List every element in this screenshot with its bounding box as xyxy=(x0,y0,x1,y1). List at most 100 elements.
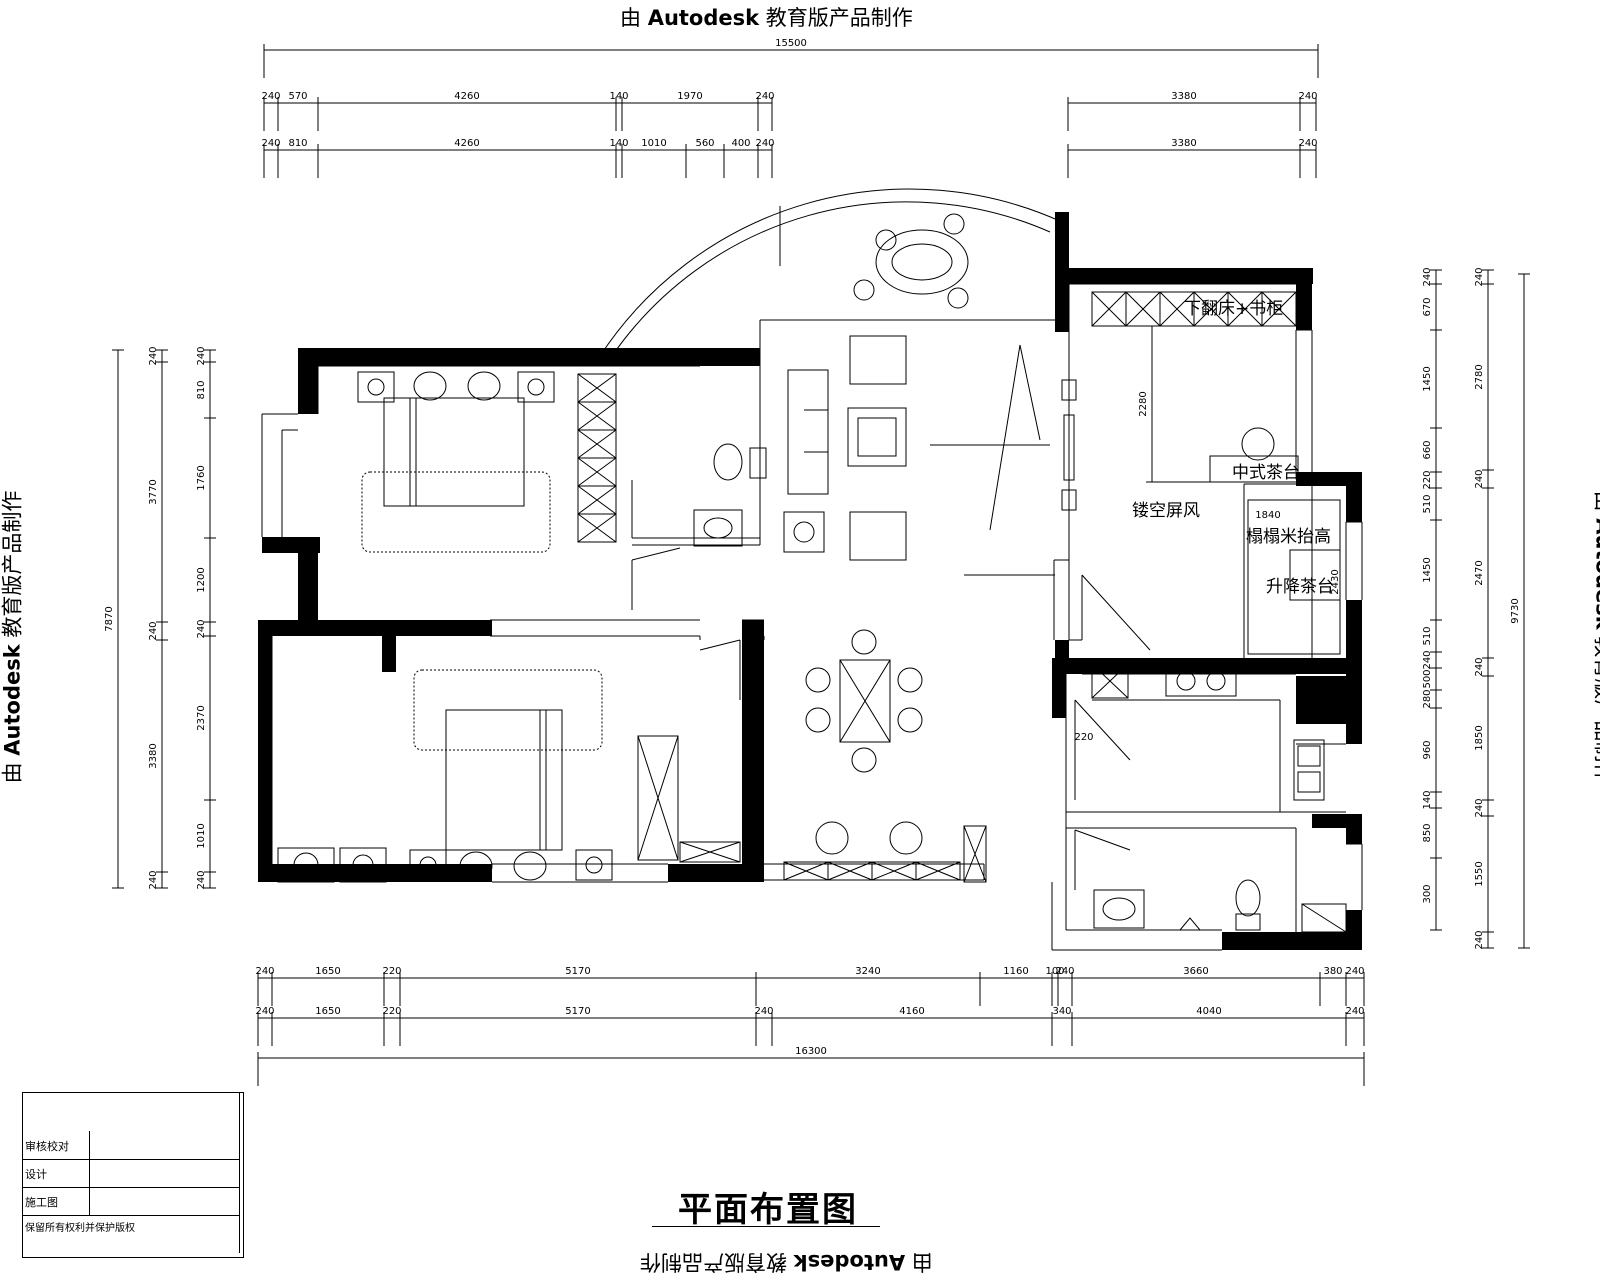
balcony-arc xyxy=(599,188,1063,357)
dimension-label: 340 xyxy=(1052,1006,1071,1017)
dimension-label: 240 xyxy=(196,346,207,365)
burner-icon xyxy=(1176,671,1196,691)
appliance-drum-icon xyxy=(352,854,374,876)
wardrobe-icon-cross xyxy=(577,429,617,459)
coffee-table-inner xyxy=(857,417,897,457)
dimension-label: 240 xyxy=(1298,91,1317,102)
sink-bowl xyxy=(1297,745,1321,767)
wardrobe-icon-cross xyxy=(577,401,617,431)
dimension-label: 3770 xyxy=(148,479,159,504)
door-swing xyxy=(1074,699,1131,800)
furniture xyxy=(277,213,1347,933)
wardrobe-icon-cross xyxy=(577,485,617,515)
appliance-icon xyxy=(339,847,387,883)
dimension-label: 240 xyxy=(196,870,207,889)
washing-drum-icon xyxy=(293,852,319,878)
dimension-label: 240 xyxy=(1345,966,1364,977)
dimension-label: 240 xyxy=(755,138,774,149)
dimension-label: 240 xyxy=(261,138,280,149)
wall-segment xyxy=(742,620,764,882)
dimension-label: 300 xyxy=(1422,884,1433,903)
pillow-icon xyxy=(459,851,493,881)
pillow-icon xyxy=(513,851,547,881)
wall-segment xyxy=(1052,658,1066,718)
sink-bowl xyxy=(1297,771,1321,793)
bookshelf-icon-cross xyxy=(1227,291,1263,327)
bed-icon xyxy=(445,709,563,851)
dimension-label: 240 xyxy=(148,870,159,889)
dimension-label: 670 xyxy=(1422,297,1433,316)
armchair-icon xyxy=(849,511,907,561)
cabinet-icon-cross xyxy=(963,825,987,883)
dimension-label: 5170 xyxy=(565,1006,590,1017)
wall-segment xyxy=(398,864,492,882)
walls xyxy=(258,212,1362,950)
toilet-icon xyxy=(713,443,743,481)
title-block: 审核校对 设计 施工图 保留所有权利并保护版权 xyxy=(22,1092,244,1258)
dimension-label: 3380 xyxy=(148,743,159,768)
dimension-label: 3380 xyxy=(1171,138,1196,149)
plant-icon xyxy=(943,213,965,235)
dimension-label: 1970 xyxy=(677,91,702,102)
dimension-label: 280 xyxy=(1422,689,1433,708)
dimension-label: 1550 xyxy=(1474,861,1485,886)
tv-icon xyxy=(1063,414,1075,481)
cabinet-icon xyxy=(963,825,987,883)
wall-segment xyxy=(258,620,272,882)
dining-table-cross xyxy=(839,659,891,743)
rug-icon xyxy=(361,471,551,553)
watermark-top: 由 Autodesk 教育版产品制作 xyxy=(620,6,913,30)
title-block-note: 保留所有权利并保护版权 xyxy=(25,1223,135,1234)
toilet-tank-icon xyxy=(1235,913,1261,931)
dimension-label: 240 xyxy=(196,619,207,638)
wall-segment xyxy=(700,348,760,366)
dimension-label: 240 xyxy=(1474,798,1485,817)
burner-icon xyxy=(1206,671,1226,691)
dimension-label: 660 xyxy=(1422,440,1433,459)
dining-table-icon xyxy=(839,659,891,743)
dimension-label: 560 xyxy=(695,138,714,149)
dimension-label: 1010 xyxy=(196,823,207,848)
sink-basin-icon xyxy=(1102,897,1136,921)
shower-icon xyxy=(1301,903,1347,933)
title-block-row: 设计 xyxy=(23,1159,239,1188)
dimension-label: 240 xyxy=(261,91,280,102)
pillow-icon xyxy=(413,371,447,401)
dining-chair-icon xyxy=(805,707,831,733)
wall-segment xyxy=(382,636,396,672)
plant-icon xyxy=(947,287,969,309)
dimension-label: 240 xyxy=(1474,469,1485,488)
bookshelf-icon-cross xyxy=(1159,291,1195,327)
dimension-label: 1450 xyxy=(1422,366,1433,391)
dimension-label: 7870 xyxy=(104,606,115,631)
dimension-label: 220 xyxy=(382,966,401,977)
dimension-label: 220 xyxy=(1074,732,1093,743)
door-swing xyxy=(699,639,741,700)
lift-table-icon xyxy=(1289,549,1341,601)
dimension-label: 1010 xyxy=(641,138,666,149)
chair-icon xyxy=(889,821,923,855)
room-label: 镂空屏风 xyxy=(1132,501,1200,521)
dimension-label: 240 xyxy=(755,91,774,102)
side-table-icon xyxy=(783,511,825,553)
dimension-label: 140 xyxy=(609,91,628,102)
dimension-label: 100 xyxy=(1045,966,1064,977)
dimension-label: 2470 xyxy=(1474,560,1485,585)
pillow-icon xyxy=(467,371,501,401)
room-label: 中式茶台 xyxy=(1232,463,1300,483)
dimension-label: 3240 xyxy=(855,966,880,977)
bookshelf-icon-cross xyxy=(1193,291,1229,327)
door-swing xyxy=(1074,829,1131,890)
dimension-label: 240 xyxy=(1474,930,1485,949)
bookshelf-icon-cross xyxy=(1125,291,1161,327)
wardrobe-icon-cross xyxy=(577,457,617,487)
sink-icon xyxy=(1093,889,1145,929)
room-label: 升降茶台 xyxy=(1266,577,1334,597)
dimension-label: 16300 xyxy=(795,1046,827,1057)
door-swing xyxy=(989,344,1041,531)
dimension-label: 2370 xyxy=(196,705,207,730)
lamp-icon xyxy=(367,378,385,396)
dimension-label: 2780 xyxy=(1474,364,1485,389)
